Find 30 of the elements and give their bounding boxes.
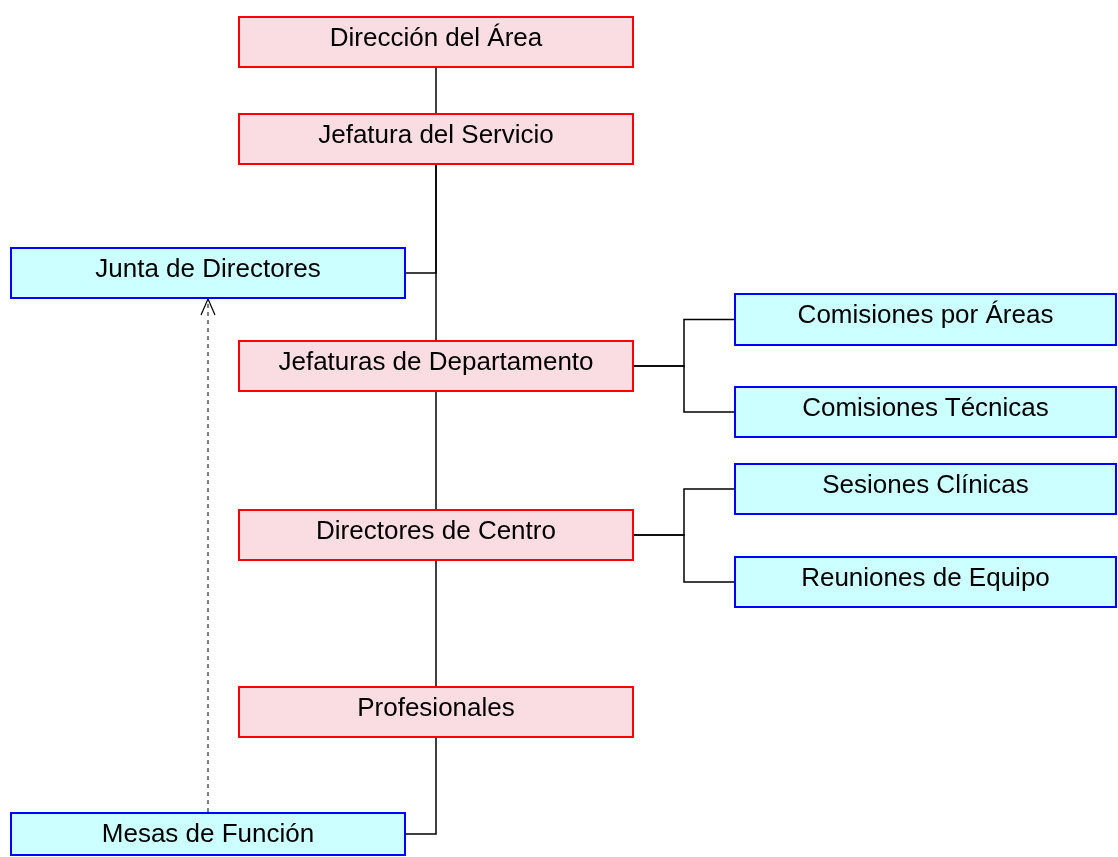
org-box bbox=[734, 556, 1117, 608]
connector-line bbox=[435, 164, 437, 341]
box-label: Comisiones por Áreas bbox=[797, 299, 1054, 329]
connector-line bbox=[435, 67, 437, 114]
box-label: Sesiones Clínicas bbox=[822, 469, 1029, 499]
box-label: Junta de Directores bbox=[95, 253, 321, 283]
org-box bbox=[238, 686, 634, 738]
org-box bbox=[10, 812, 406, 856]
box-label: Reuniones de Equipo bbox=[801, 562, 1050, 592]
org-box bbox=[238, 509, 634, 561]
box-label: Jefatura del Servicio bbox=[318, 119, 554, 149]
connector-line bbox=[435, 391, 437, 510]
box-label: Dirección del Área bbox=[329, 22, 543, 52]
org-box bbox=[238, 16, 634, 68]
arrow bbox=[200, 298, 216, 813]
box-label: Mesas de Función bbox=[101, 818, 315, 848]
org-box bbox=[734, 463, 1117, 515]
box-label: Directores de Centro bbox=[316, 515, 556, 545]
connector-line bbox=[633, 534, 735, 583]
org-box bbox=[10, 247, 406, 299]
connector-line bbox=[435, 560, 437, 687]
org-box bbox=[238, 340, 634, 392]
org-box bbox=[734, 386, 1117, 438]
box-label: Profesionales bbox=[357, 692, 515, 722]
box-label: Comisiones Técnicas bbox=[802, 392, 1049, 422]
org-box bbox=[734, 293, 1117, 346]
org-box bbox=[238, 113, 634, 165]
connector-line bbox=[405, 737, 437, 835]
connector-line bbox=[633, 365, 735, 413]
box-label: Jefaturas de Departamento bbox=[278, 346, 594, 376]
